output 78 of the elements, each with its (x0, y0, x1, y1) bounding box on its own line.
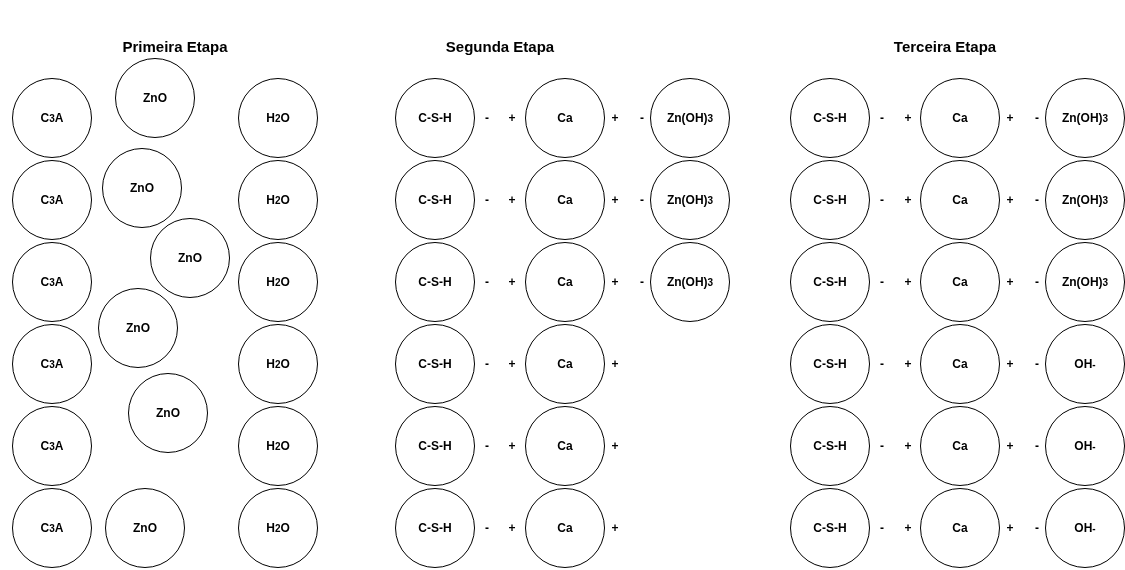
particle-circle: Ca (525, 488, 605, 568)
charge-sign: + (904, 521, 912, 535)
charge-sign: + (508, 357, 516, 371)
particle-circle: C-S-H (790, 160, 870, 240)
particle-circle: C-S-H (395, 406, 475, 486)
charge-sign: + (508, 193, 516, 207)
particle-circle: Ca (525, 406, 605, 486)
charge-sign: - (485, 357, 489, 371)
particle-circle: C-S-H (790, 406, 870, 486)
stage-heading: Segunda Etapa (445, 38, 555, 55)
charge-sign: + (1006, 193, 1014, 207)
particle-circle: C-S-H (790, 488, 870, 568)
charge-sign: - (485, 439, 489, 453)
charge-sign: + (904, 275, 912, 289)
charge-sign: + (508, 521, 516, 535)
particle-circle: C-S-H (395, 242, 475, 322)
particle-circle: ZnO (98, 288, 178, 368)
particle-circle: Ca (920, 242, 1000, 322)
charge-sign: + (611, 111, 619, 125)
particle-circle: ZnO (115, 58, 195, 138)
charge-sign: + (611, 521, 619, 535)
charge-sign: + (611, 275, 619, 289)
particle-circle: C-S-H (395, 160, 475, 240)
particle-circle: C-S-H (395, 78, 475, 158)
charge-sign: + (1006, 111, 1014, 125)
particle-circle: Ca (920, 406, 1000, 486)
charge-sign: + (1006, 357, 1014, 371)
charge-sign: - (485, 521, 489, 535)
particle-circle: C-S-H (395, 324, 475, 404)
particle-circle: C-S-H (395, 488, 475, 568)
charge-sign: + (1006, 275, 1014, 289)
charge-sign: + (611, 357, 619, 371)
particle-circle: ZnO (128, 373, 208, 453)
particle-circle: C-S-H (790, 324, 870, 404)
charge-sign: + (904, 111, 912, 125)
charge-sign: + (1006, 521, 1014, 535)
charge-sign: - (880, 275, 884, 289)
particle-circle: ZnO (150, 218, 230, 298)
charge-sign: - (1035, 193, 1039, 207)
particle-circle: Ca (525, 324, 605, 404)
charge-sign: + (508, 439, 516, 453)
charge-sign: - (880, 357, 884, 371)
charge-sign: - (880, 193, 884, 207)
charge-sign: - (1035, 111, 1039, 125)
charge-sign: + (904, 439, 912, 453)
particle-circle: Ca (525, 78, 605, 158)
charge-sign: - (640, 275, 644, 289)
charge-sign: - (880, 439, 884, 453)
charge-sign: + (904, 193, 912, 207)
charge-sign: + (508, 275, 516, 289)
charge-sign: - (880, 521, 884, 535)
particle-circle: Ca (525, 160, 605, 240)
charge-sign: + (611, 193, 619, 207)
particle-circle: Ca (920, 160, 1000, 240)
particle-circle: Ca (920, 324, 1000, 404)
charge-sign: - (1035, 357, 1039, 371)
charge-sign: + (1006, 439, 1014, 453)
charge-sign: - (640, 111, 644, 125)
charge-sign: - (1035, 521, 1039, 535)
charge-sign: - (485, 111, 489, 125)
particle-circle: Ca (920, 488, 1000, 568)
charge-sign: + (904, 357, 912, 371)
particle-circle: C-S-H (790, 242, 870, 322)
particle-circle: ZnO (102, 148, 182, 228)
charge-sign: - (1035, 439, 1039, 453)
particle-circle: Ca (525, 242, 605, 322)
particle-circle: ZnO (105, 488, 185, 568)
charge-sign: - (640, 193, 644, 207)
charge-sign: - (485, 193, 489, 207)
stage-heading: Primeira Etapa (122, 38, 228, 55)
particle-circle: C-S-H (790, 78, 870, 158)
particle-circle: Ca (920, 78, 1000, 158)
stage-heading: Terceira Etapa (893, 38, 997, 55)
charge-sign: - (880, 111, 884, 125)
charge-sign: + (611, 439, 619, 453)
charge-sign: - (1035, 275, 1039, 289)
charge-sign: + (508, 111, 516, 125)
charge-sign: - (485, 275, 489, 289)
